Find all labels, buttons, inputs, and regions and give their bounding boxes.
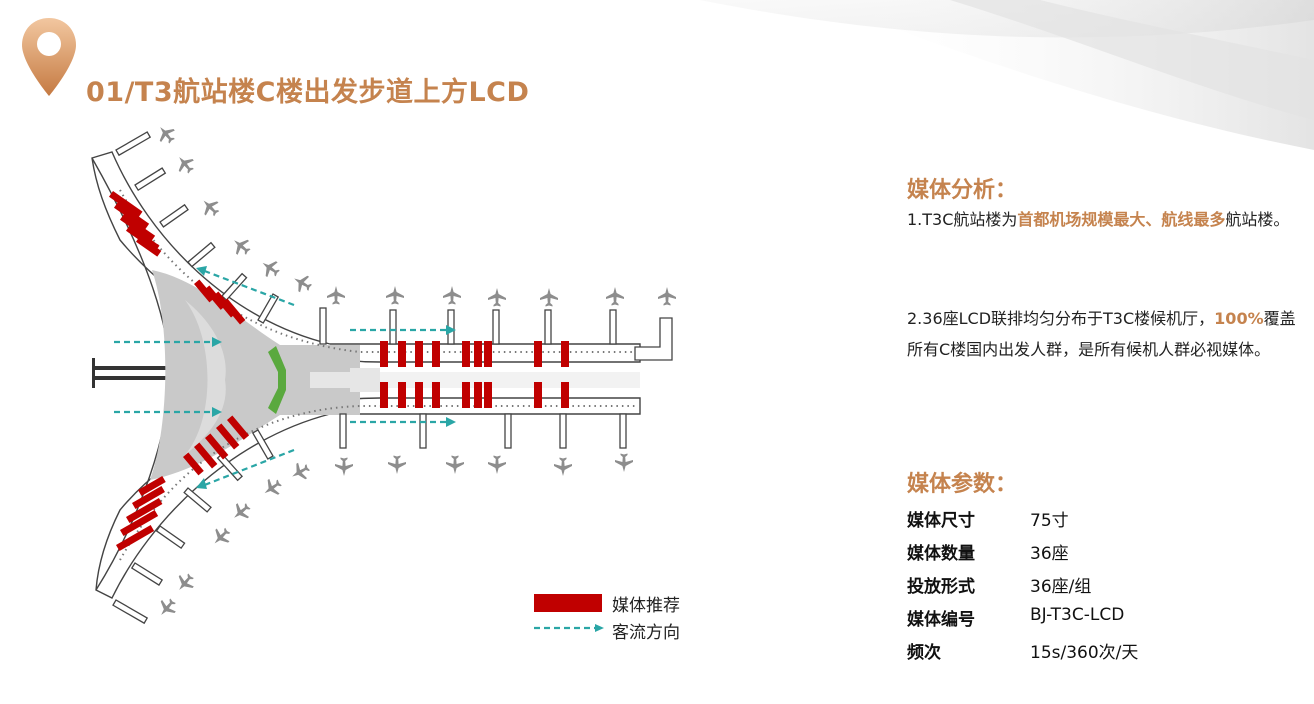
flow-dash-swatch (534, 624, 604, 632)
p2-suffix: 覆盖所有C楼国内出发人群，是所有候机人群必视媒体。 (907, 309, 1296, 359)
params-table: 媒体尺寸 75寸 媒体数量 36座 投放形式 36座/组 媒体编号 BJ-T3C… (907, 506, 1287, 671)
param-key: 投放形式 (907, 577, 975, 597)
param-value: 15s/360次/天 (1030, 643, 1139, 663)
params-heading: 媒体参数： (907, 472, 1018, 497)
p1-prefix: 1.T3C航站楼为 (907, 210, 1018, 229)
param-value: 75寸 (1030, 511, 1069, 531)
param-value: 36座 (1030, 544, 1069, 564)
param-key: 频次 (907, 643, 941, 663)
entrance-bridge (92, 358, 190, 388)
gates-upper (115, 131, 617, 345)
param-value: BJ-T3C-LCD (1030, 605, 1125, 625)
analysis-paragraph-1: 1.T3C航站楼为首都机场规模最大、航线最多航站楼。 (907, 204, 1307, 235)
location-pin-icon (22, 18, 76, 96)
p2-highlight: 100% (1214, 309, 1264, 328)
flow-arrows (114, 268, 446, 488)
param-key: 媒体编号 (907, 610, 975, 630)
p1-highlight: 首都机场规模最大、航线最多 (1017, 210, 1226, 229)
media-swatch (534, 594, 602, 612)
green-zone (268, 346, 286, 414)
flow-arrowheads (196, 266, 456, 489)
map-legend: 媒体推荐 客流方向 (534, 591, 734, 643)
param-key: 媒体数量 (907, 544, 975, 564)
param-row: 频次 15s/360次/天 (907, 638, 1287, 671)
analysis-paragraph-2: 2.36座LCD联排均匀分布于T3C楼候机厅，100%覆盖所有C楼国内出发人群，… (907, 303, 1307, 365)
page-title: 01/T3航站楼C楼出发步道上方LCD (86, 77, 530, 108)
param-row: 媒体尺寸 75寸 (907, 506, 1287, 539)
param-value: 36座/组 (1030, 577, 1092, 597)
terminal-map (91, 121, 676, 625)
analysis-heading: 媒体分析： (907, 178, 1018, 203)
param-row: 媒体编号 BJ-T3C-LCD (907, 605, 1287, 638)
legend-flow-label: 客流方向 (612, 623, 680, 643)
param-row: 投放形式 36座/组 (907, 572, 1287, 605)
p1-suffix: 航站楼。 (1225, 210, 1290, 229)
media-markers (108, 191, 569, 552)
p2-prefix: 2.36座LCD联排均匀分布于T3C楼候机厅， (907, 309, 1215, 328)
legend-media-label: 媒体推荐 (612, 596, 680, 616)
param-row: 媒体数量 36座 (907, 539, 1287, 572)
param-key: 媒体尺寸 (907, 511, 975, 531)
